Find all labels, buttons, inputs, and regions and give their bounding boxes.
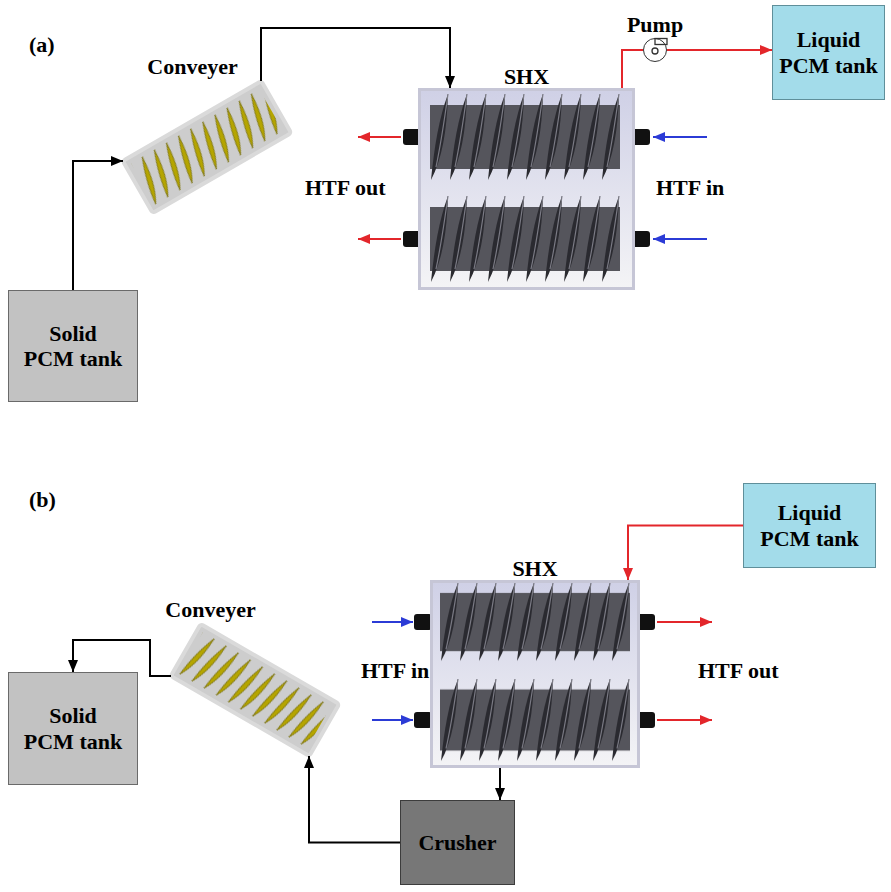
screw (440, 582, 630, 662)
htf-in-arrow (653, 136, 707, 138)
node-heading: Conveyer (147, 54, 237, 79)
htf-in-arrow (653, 238, 707, 240)
htf-label: HTF in (656, 175, 724, 200)
flow-connector (628, 526, 743, 581)
screw-band (440, 582, 630, 662)
htf-in-arrow (372, 719, 413, 721)
pump-symbol: Pump (643, 38, 667, 62)
node-heading: SHX (512, 556, 557, 581)
shx-body (418, 88, 635, 290)
screw (430, 195, 620, 283)
node-heading: Conveyer (165, 597, 255, 622)
liquid-pcm-tank: Liquid PCM tank (743, 483, 876, 568)
flow-connector (261, 28, 450, 88)
htf-label: HTF in (361, 658, 429, 683)
screw-heat-exchanger: SHX (430, 580, 640, 768)
node-label: Solid PCM tank (23, 321, 123, 372)
pump-body (644, 39, 666, 61)
screw-band (430, 195, 620, 283)
conveyer-band (178, 631, 331, 748)
htf-out-arrow (657, 621, 712, 623)
node-label: Liquid PCM tank (779, 27, 879, 78)
htf-in-arrow (372, 621, 413, 623)
htf-label: HTF out (698, 658, 778, 683)
pump-outlet (655, 39, 667, 45)
screw-band (440, 678, 630, 762)
conveyer-tube (123, 81, 292, 213)
flow-connector (73, 640, 171, 676)
shx-body (430, 580, 640, 768)
solid-pcm-tank: Solid PCM tank (8, 672, 138, 785)
screw-conveyer (171, 624, 340, 756)
solid-pcm-tank: Solid PCM tank (8, 290, 138, 402)
screw (430, 93, 620, 181)
liquid-pcm-tank: Liquid PCM tank (772, 5, 885, 100)
flow-connector (499, 768, 501, 800)
screw-band (430, 93, 620, 181)
screw (440, 678, 630, 762)
node-label: Crusher (418, 830, 496, 855)
conveyer-screw (178, 631, 331, 748)
flow-connector (622, 50, 643, 88)
node-heading: SHX (504, 64, 549, 89)
node-label: Solid PCM tank (23, 703, 123, 754)
htf-out-arrow (657, 719, 712, 721)
screw-conveyer: Conveyer (123, 81, 292, 213)
htf-out-arrow (358, 136, 401, 138)
node-label: Liquid PCM tank (760, 500, 860, 551)
node-heading: Pump (627, 12, 683, 37)
htf-out-arrow (358, 238, 401, 240)
panel-label: (a) (29, 32, 55, 57)
flow-connector (309, 756, 400, 843)
pump-impeller (652, 48, 658, 54)
panel-label: (b) (29, 487, 56, 512)
conveyer-band (130, 88, 283, 205)
flow-connector (73, 161, 123, 290)
htf-label: HTF out (305, 175, 385, 200)
screw-heat-exchanger: SHX (418, 88, 635, 290)
crusher-box: Crusher (400, 800, 515, 885)
screw-conveyer: Conveyer (171, 624, 340, 756)
conveyer-tube (171, 624, 340, 756)
conveyer-screw (130, 88, 283, 205)
screw-conveyer (123, 81, 292, 213)
flow-connector (667, 49, 772, 51)
